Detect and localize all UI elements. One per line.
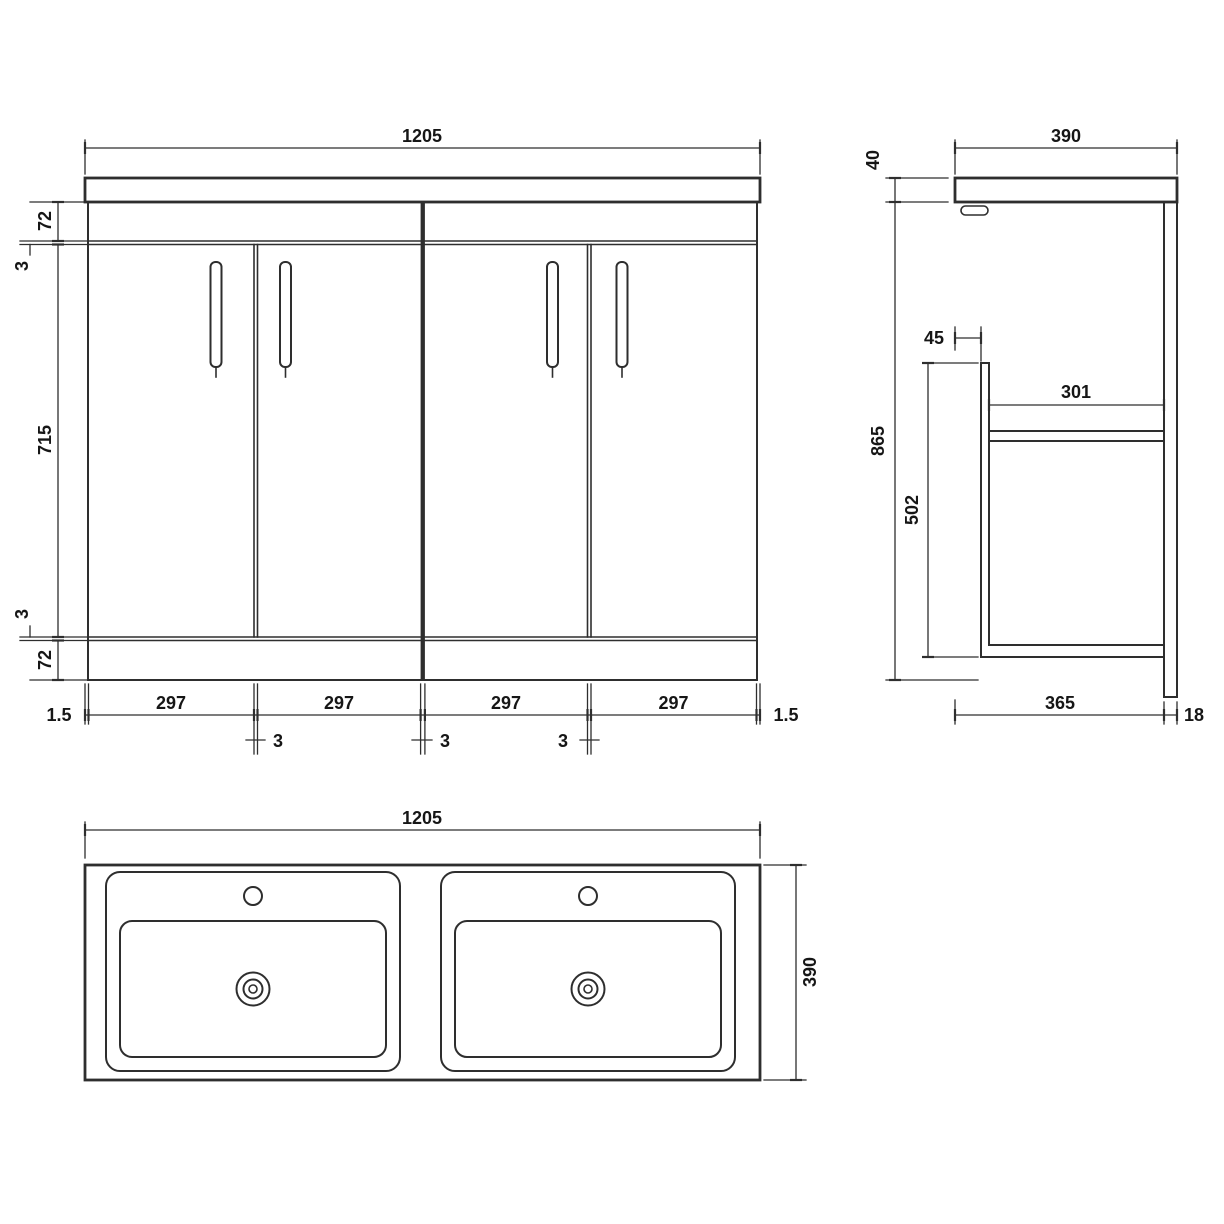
dim-side-bottom-stack: 365 18 [953, 693, 1204, 725]
front-view [83, 176, 762, 681]
front-edge-right-label: 1.5 [773, 705, 798, 725]
tap-hole [243, 886, 263, 906]
front-overall-width-label: 1205 [402, 126, 442, 146]
front-bottom-gap-label: 3 [12, 609, 32, 619]
side-internal-height-label: 502 [902, 495, 922, 525]
side-overflow-slot [960, 205, 989, 216]
front-top-gap-label: 3 [12, 261, 32, 271]
waste-outer-ring [235, 971, 271, 1007]
side-back-panel-label: 18 [1184, 705, 1204, 725]
front-door-handle-3 [546, 261, 559, 378]
side-worktop [953, 176, 1179, 204]
handle-bar [279, 261, 292, 368]
side-back-panel [1163, 201, 1178, 698]
dim-side-overall-height: 865 [868, 201, 979, 682]
dim-side-internal-height: 502 [902, 361, 979, 659]
basin-bowl [119, 920, 387, 1058]
handle-bar [209, 261, 223, 368]
dim-side-worktop-thickness: 40 [863, 150, 949, 204]
front-door-handle-1 [209, 261, 223, 378]
plan-overall-width-label: 1205 [402, 808, 442, 828]
plan-view [83, 863, 762, 1082]
front-plinth-label: 72 [35, 650, 55, 670]
dim-side-overall-depth: 390 [953, 126, 1179, 175]
dim-side-front-inset: 45 [924, 326, 983, 362]
side-base-depth-label: 365 [1045, 693, 1075, 713]
front-door-gap-lines [253, 203, 592, 679]
front-gap3-label: 3 [558, 731, 568, 751]
waste-outer-ring [570, 971, 606, 1007]
front-edge-left-label: 1.5 [46, 705, 71, 725]
plan-overall-depth-label: 390 [800, 957, 820, 987]
waste-inner-ring [242, 978, 264, 1000]
front-gap1-label: 3 [273, 731, 283, 751]
handle-bar [546, 261, 559, 368]
tap-hole [578, 886, 598, 906]
front-centre-junction [420, 203, 425, 679]
front-door4-width-label: 297 [658, 693, 688, 713]
front-top-rail-label: 72 [35, 211, 55, 231]
basin-bowl [454, 920, 722, 1058]
dim-front-left-stack: 72 3 715 3 72 [12, 200, 89, 682]
front-gap2-label: 3 [440, 731, 450, 751]
plan-basin-right [440, 871, 736, 1072]
dim-plan-overall-width: 1205 [83, 808, 762, 859]
side-front-inset-label: 45 [924, 328, 944, 348]
front-door1-width-label: 297 [156, 693, 186, 713]
handle-bar [615, 261, 629, 368]
waste-inner-ring [577, 978, 599, 1000]
side-overall-height-label: 865 [868, 426, 888, 456]
dim-side-internal-depth: 301 [987, 382, 1166, 429]
front-worktop [83, 176, 762, 204]
front-door-height-label: 715 [35, 425, 55, 455]
side-carcass-profile [980, 362, 1165, 658]
side-overall-depth-label: 390 [1051, 126, 1081, 146]
front-door3-width-label: 297 [491, 693, 521, 713]
dim-plan-overall-depth: 390 [763, 863, 820, 1082]
front-door-handle-4 [615, 261, 629, 378]
waste-centre [583, 984, 593, 994]
side-worktop-thickness-label: 40 [863, 150, 883, 170]
side-internal-depth-label: 301 [1061, 382, 1091, 402]
waste-centre [248, 984, 258, 994]
front-door-handle-2 [279, 261, 292, 378]
dim-front-bottom-stack: 1.5 297 297 297 297 3 3 3 1.5 [46, 683, 799, 755]
side-view [953, 176, 1179, 698]
front-door2-width-label: 297 [324, 693, 354, 713]
dim-front-overall-width: 1205 [83, 126, 762, 175]
plan-basin-left [105, 871, 401, 1072]
